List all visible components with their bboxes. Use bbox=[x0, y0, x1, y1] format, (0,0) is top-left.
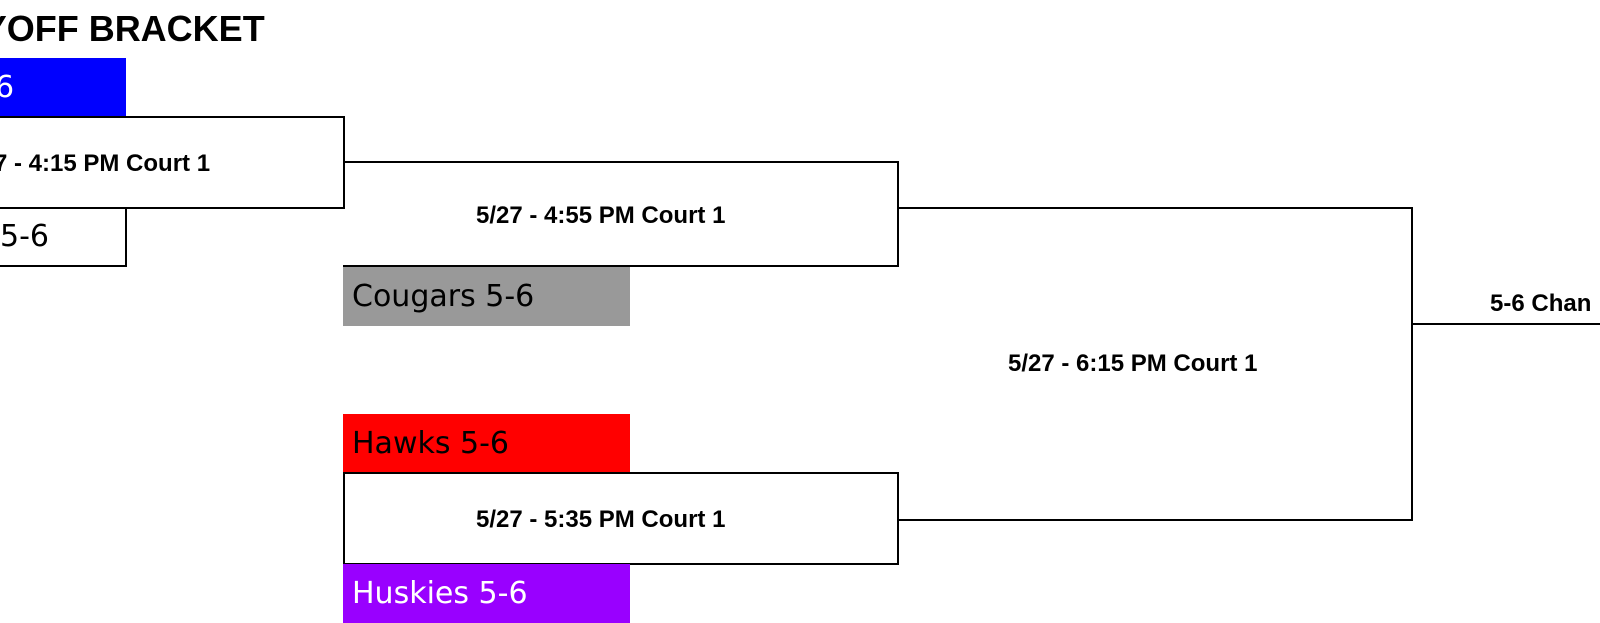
connector-final-top bbox=[897, 207, 1413, 209]
team-slot-hawks: Hawks 5-6 bbox=[343, 414, 630, 473]
team-label-huskies: Huskies 5-6 bbox=[352, 575, 528, 611]
connector-championship bbox=[1411, 323, 1600, 325]
connector-semi1-right bbox=[897, 161, 899, 267]
team-label-hawks: Hawks 5-6 bbox=[352, 425, 510, 461]
team-label-top: 6 bbox=[0, 69, 15, 105]
connector-final-right bbox=[1411, 207, 1413, 521]
game-label-1: 7 - 4:15 PM Court 1 bbox=[0, 150, 211, 177]
team-label-bottom: 5-6 bbox=[0, 219, 49, 254]
game-label-3: 5/27 - 5:35 PM Court 1 bbox=[476, 506, 726, 533]
team-slot-cougars: Cougars 5-6 bbox=[343, 267, 630, 326]
connector-final-bottom bbox=[897, 519, 1413, 521]
team-slot-bottom: 5-6 bbox=[0, 209, 124, 265]
championship-label: 5-6 Chan bbox=[1490, 290, 1592, 317]
game-label-4: 5/27 - 6:15 PM Court 1 bbox=[1008, 350, 1258, 377]
team-slot-huskies: Huskies 5-6 bbox=[343, 564, 630, 623]
game-label-2: 5/27 - 4:55 PM Court 1 bbox=[476, 202, 726, 229]
team-label-cougars: Cougars 5-6 bbox=[352, 278, 535, 314]
bracket-title: AYOFF BRACKET bbox=[0, 8, 265, 49]
connector-semi1-bottom bbox=[343, 265, 899, 267]
team-slot-bottom-box bbox=[0, 207, 127, 267]
team-slot-top: 6 bbox=[0, 58, 126, 117]
connector-r1-to-semi1 bbox=[343, 161, 899, 163]
